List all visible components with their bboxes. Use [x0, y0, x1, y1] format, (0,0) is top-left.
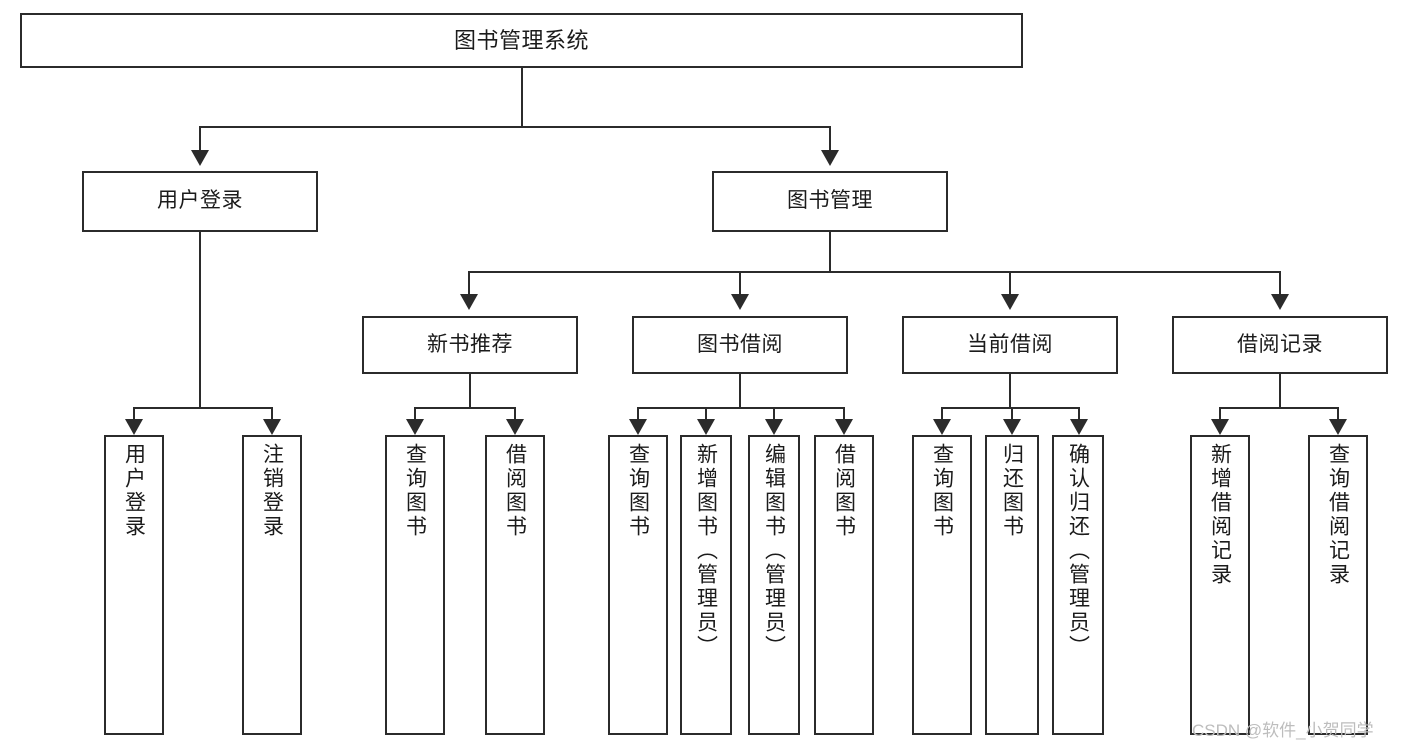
node-leaf-borrow-book-1[interactable]: 借阅图书 [485, 435, 545, 735]
csdn-watermark: CSDN @软件_小贺同学 [1192, 721, 1374, 740]
connector-bb-bus [637, 407, 844, 409]
connector-root-to-user-login [199, 126, 201, 151]
connector-bb-to-leaf-1 [637, 407, 639, 421]
connector-bm-to-book-borrow [739, 271, 741, 296]
node-leaf-edit-book[interactable]: 编辑图书（管理员） [748, 435, 800, 735]
arrowhead-bb-to-leaf-3 [765, 419, 783, 435]
node-label: 查询图书 [626, 443, 650, 539]
node-label: 查询借阅记录 [1326, 443, 1350, 587]
node-current-borrow[interactable]: 当前借阅 [902, 316, 1118, 374]
connector-bb-to-leaf-4 [843, 407, 845, 421]
node-leaf-confirm-return[interactable]: 确认归还（管理员） [1052, 435, 1104, 735]
arrowhead-bm-to-new-book-rec [460, 294, 478, 310]
arrowhead-br-to-leaf-1 [1211, 419, 1229, 435]
node-label: 图书借阅 [697, 332, 783, 356]
connector-user-login-to-leaf-2 [271, 407, 273, 421]
node-label: 编辑图书（管理员） [762, 443, 786, 659]
connector-root-bus [199, 126, 831, 128]
node-leaf-borrow-book-2[interactable]: 借阅图书 [814, 435, 874, 735]
node-label: 借阅图书 [503, 443, 527, 539]
node-user-login[interactable]: 用户登录 [82, 171, 318, 232]
connector-cb-to-leaf-1 [941, 407, 943, 421]
arrowhead-bm-to-current-borrow [1001, 294, 1019, 310]
connector-br-stem [1279, 374, 1281, 407]
connector-bb-stem [739, 374, 741, 407]
arrowhead-nbr-to-leaf-1 [406, 419, 424, 435]
arrowhead-bm-to-book-borrow [731, 294, 749, 310]
node-label: 借阅图书 [832, 443, 856, 539]
arrowhead-root-to-book-manage [821, 150, 839, 166]
node-label: 新书推荐 [427, 332, 513, 356]
node-label: 新增图书（管理员） [694, 443, 718, 659]
arrowhead-cb-to-leaf-3 [1070, 419, 1088, 435]
node-leaf-query-book-3[interactable]: 查询图书 [912, 435, 972, 735]
connector-nbr-to-leaf-2 [514, 407, 516, 421]
node-leaf-add-record[interactable]: 新增借阅记录 [1190, 435, 1250, 735]
connector-br-to-leaf-2 [1337, 407, 1339, 421]
node-label: 借阅记录 [1237, 332, 1323, 356]
node-borrow-record[interactable]: 借阅记录 [1172, 316, 1388, 374]
connector-root-to-book-manage [829, 126, 831, 151]
arrowhead-cb-to-leaf-1 [933, 419, 951, 435]
connector-book-manage-stem [829, 232, 831, 273]
connector-bm-to-current-borrow [1009, 271, 1011, 296]
connector-bm-to-borrow-record [1279, 271, 1281, 296]
node-label: 查询图书 [930, 443, 954, 539]
arrowhead-bm-to-borrow-record [1271, 294, 1289, 310]
node-label: 确认归还（管理员） [1066, 443, 1090, 659]
connector-bb-to-leaf-2 [705, 407, 707, 421]
connector-cb-stem [1009, 374, 1011, 407]
connector-user-login-bus [133, 407, 271, 409]
node-label: 归还图书 [1000, 443, 1024, 539]
node-label: 注销登录 [260, 443, 284, 539]
connector-nbr-bus [414, 407, 516, 409]
node-label: 图书管理系统 [453, 27, 589, 53]
connector-br-to-leaf-1 [1219, 407, 1221, 421]
connector-cb-to-leaf-2 [1011, 407, 1013, 421]
node-leaf-query-record[interactable]: 查询借阅记录 [1308, 435, 1368, 735]
connector-bb-to-leaf-3 [773, 407, 775, 421]
node-leaf-user-login[interactable]: 用户登录 [104, 435, 164, 735]
node-leaf-query-book-1[interactable]: 查询图书 [385, 435, 445, 735]
node-label: 查询图书 [403, 443, 427, 539]
node-leaf-return-book[interactable]: 归还图书 [985, 435, 1039, 735]
node-label: 图书管理 [787, 189, 873, 213]
node-book-manage[interactable]: 图书管理 [712, 171, 948, 232]
node-leaf-logout[interactable]: 注销登录 [242, 435, 302, 735]
connector-root-stem [521, 68, 523, 126]
connector-book-manage-bus [468, 271, 1280, 273]
node-label: 用户登录 [157, 189, 243, 213]
node-label: 当前借阅 [967, 332, 1053, 356]
arrowhead-user-login-to-leaf-2 [263, 419, 281, 435]
connector-nbr-to-leaf-1 [414, 407, 416, 421]
connector-cb-bus [941, 407, 1080, 409]
arrowhead-br-to-leaf-2 [1329, 419, 1347, 435]
node-new-book-rec[interactable]: 新书推荐 [362, 316, 578, 374]
connector-cb-to-leaf-3 [1078, 407, 1080, 421]
arrowhead-bb-to-leaf-2 [697, 419, 715, 435]
node-book-borrow[interactable]: 图书借阅 [632, 316, 848, 374]
node-leaf-query-book-2[interactable]: 查询图书 [608, 435, 668, 735]
connector-nbr-stem [469, 374, 471, 407]
connector-bm-to-new-book-rec [468, 271, 470, 296]
arrowhead-cb-to-leaf-2 [1003, 419, 1021, 435]
node-root-system[interactable]: 图书管理系统 [20, 13, 1023, 68]
node-label: 用户登录 [122, 443, 146, 539]
node-label: 新增借阅记录 [1208, 443, 1232, 587]
arrowhead-bb-to-leaf-4 [835, 419, 853, 435]
node-leaf-add-book[interactable]: 新增图书（管理员） [680, 435, 732, 735]
arrowhead-nbr-to-leaf-2 [506, 419, 524, 435]
arrowhead-user-login-to-leaf-1 [125, 419, 143, 435]
arrowhead-root-to-user-login [191, 150, 209, 166]
connector-user-login-stem [199, 232, 201, 409]
connector-br-bus [1219, 407, 1339, 409]
arrowhead-bb-to-leaf-1 [629, 419, 647, 435]
connector-user-login-to-leaf-1 [133, 407, 135, 421]
